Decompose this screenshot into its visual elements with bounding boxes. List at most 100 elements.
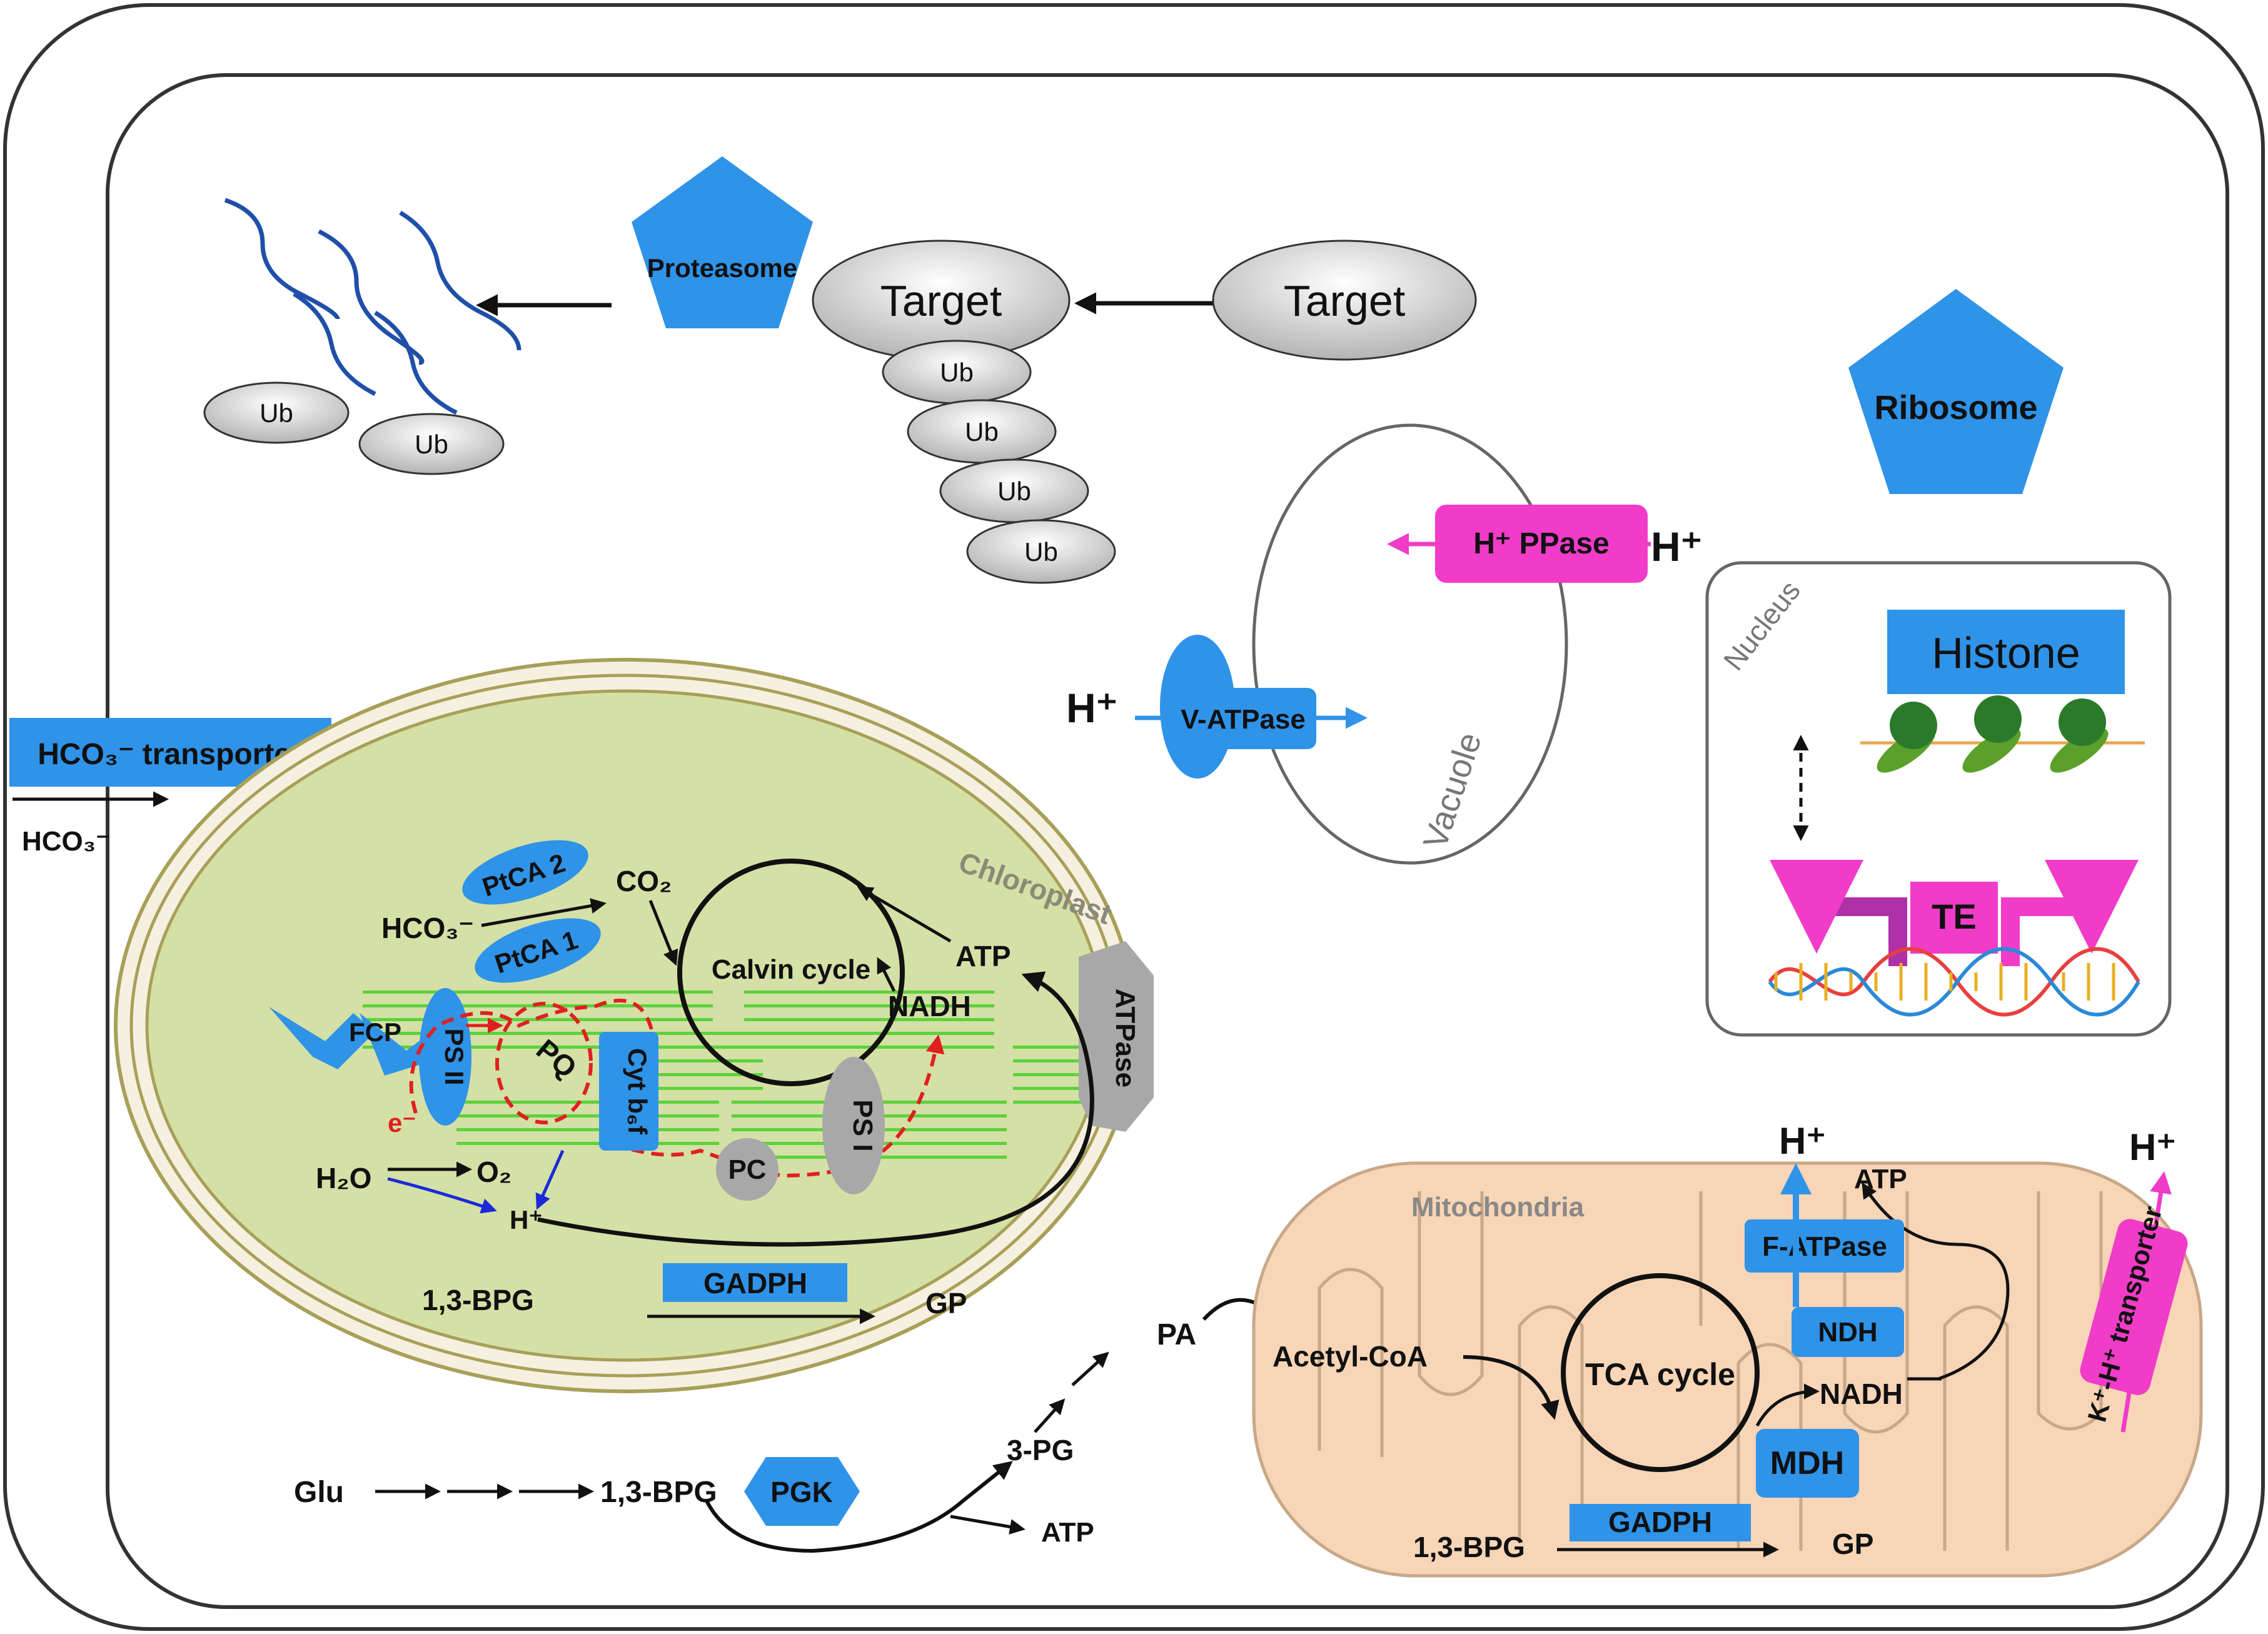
proteasome-label: Proteasome [647, 253, 797, 283]
hco3-transporter-label: HCO₃⁻ transporter [38, 738, 303, 771]
chloroplast-gadph-label: GADPH [703, 1267, 807, 1299]
chloroplast-gadph [663, 1263, 847, 1302]
ub-chain-1-label: Ub [940, 358, 974, 387]
co2-to-calvin-arrow [648, 900, 678, 966]
ub-chain-4-label: Ub [1024, 537, 1058, 567]
te-label: TE [1932, 897, 1977, 936]
ptca1 [475, 918, 601, 983]
mito-h-plus-1: H⁺ [1779, 1120, 1826, 1162]
mito-gp: GP [1832, 1528, 1873, 1560]
cell-outer-wall [3, 3, 2265, 1631]
nadh-to-calvin-arrow [877, 957, 896, 992]
glycolysis-glu: Glu [294, 1476, 344, 1509]
h2o-to-h-arrow [387, 1177, 497, 1214]
nucleosomes [1877, 695, 2109, 773]
ribosome-label: Ribosome [1874, 389, 2037, 426]
hppase [1435, 505, 1648, 583]
chloroplast-gp: GP [925, 1287, 967, 1319]
psi [822, 1057, 885, 1194]
chloroplast-hco3: HCO₃⁻ [381, 912, 474, 944]
psii-label: PS II [440, 1028, 469, 1085]
mito-gadph [1570, 1504, 1751, 1541]
dna-helix [1768, 947, 2140, 1017]
target-free [1212, 240, 1477, 361]
calvin-cycle [677, 859, 905, 1086]
ub-chain-4 [966, 519, 1116, 584]
atp-to-calvin-arrow [857, 886, 952, 943]
hco3-to-co2-arrow [481, 898, 607, 927]
acetyl-to-tca-arrow [1463, 1355, 1560, 1420]
pq-to-h-arrow [535, 1149, 565, 1210]
3pg-to-pa-arrow-2 [1071, 1351, 1109, 1386]
atpase-label: ATPase [1110, 989, 1141, 1087]
target-free-label: Target [1284, 276, 1406, 325]
ub-chain-2-label: Ub [965, 417, 999, 446]
hppase-h-plus: H⁺ [1651, 523, 1703, 570]
thylakoids [363, 988, 1138, 1169]
glycolysis-atp: ATP [1041, 1517, 1094, 1548]
te-right-arrow [2001, 860, 2139, 966]
glycolysis-bpg: 1,3-BPG [600, 1476, 717, 1509]
proteasome [632, 156, 813, 328]
chloroplast-o2: O₂ [476, 1156, 512, 1188]
mdh-label: MDH [1770, 1445, 1844, 1481]
glycolysis-3pg: 3-PG [1007, 1434, 1074, 1466]
mitochondria [1252, 1161, 2203, 1578]
mdh [1756, 1429, 1859, 1498]
ub-chain-3-label: Ub [997, 477, 1031, 506]
vatpase-label: V-ATPase [1181, 704, 1306, 735]
target-bound-label: Target [880, 276, 1002, 325]
fatpase [1745, 1219, 1904, 1273]
glycolysis-pa: PA [1157, 1318, 1196, 1351]
tca-to-nadh-arrow [1755, 1383, 1820, 1427]
fcp [269, 1007, 431, 1076]
vacuole-label: Vacuole [1416, 728, 1489, 853]
ndh [1792, 1307, 1904, 1357]
nucleus-label: Nucleus [1717, 575, 1807, 677]
ub-free-2 [358, 413, 505, 475]
mito-acetyl-coa: Acetyl-CoA [1273, 1340, 1428, 1373]
histone [1887, 610, 2125, 694]
pgk [744, 1457, 860, 1526]
mito-h-plus-2: H⁺ [2129, 1126, 2176, 1168]
atpase [1079, 941, 1154, 1132]
degraded-peptides [224, 198, 522, 415]
ptca2 [462, 840, 588, 905]
chloroplast-nadh: NADH [888, 990, 971, 1022]
nadh-to-atp-path [1862, 1182, 2010, 1381]
chloroplast-co2: CO₂ [616, 865, 672, 897]
histone-label: Histone [1932, 628, 2080, 677]
fatpase-label: F-ATPase [1762, 1231, 1887, 1262]
vacuole [1252, 423, 1568, 865]
calvin-cycle-label: Calvin cycle [712, 954, 870, 985]
nucleus [1705, 561, 2172, 1037]
bpg-to-3pg-path [705, 1461, 1013, 1553]
pgk-atp-arrow [950, 1515, 1026, 1535]
pc [716, 1138, 779, 1201]
cytb6f-label: Cyt b₆f [623, 1048, 652, 1135]
psii [419, 988, 471, 1126]
3pg-to-pa-arrow-1 [1034, 1398, 1066, 1433]
chloroplast-h2o: H₂O [316, 1162, 371, 1194]
pgk-label: PGK [770, 1476, 833, 1508]
cell-inner-membrane [106, 73, 2229, 1609]
vatpase-h-plus: H⁺ [1066, 685, 1118, 731]
ribosome [1848, 289, 2064, 494]
chloroplast-h-plus: H⁺ [510, 1205, 543, 1234]
hppase-label: H⁺ PPase [1473, 527, 1609, 560]
mito-gadph-label: GADPH [1608, 1506, 1712, 1538]
mito-nadh: NADH [1820, 1378, 1903, 1410]
electron-label: e⁻ [388, 1108, 416, 1137]
chloroplast-bpg: 1,3-BPG [422, 1284, 534, 1316]
ub-free-1 [203, 381, 350, 444]
pq-loop [495, 1002, 593, 1124]
mito-atp: ATP [1854, 1164, 1907, 1194]
tca-cycle [1561, 1273, 1760, 1472]
ub-free-2-label: Ub [415, 430, 448, 459]
vatpase [1169, 688, 1316, 749]
chloroplast-atp: ATP [955, 940, 1011, 972]
ub-free-1-label: Ub [260, 398, 293, 428]
ndh-label: NDH [1818, 1317, 1877, 1348]
proton-to-atpase-path [537, 971, 1094, 1247]
